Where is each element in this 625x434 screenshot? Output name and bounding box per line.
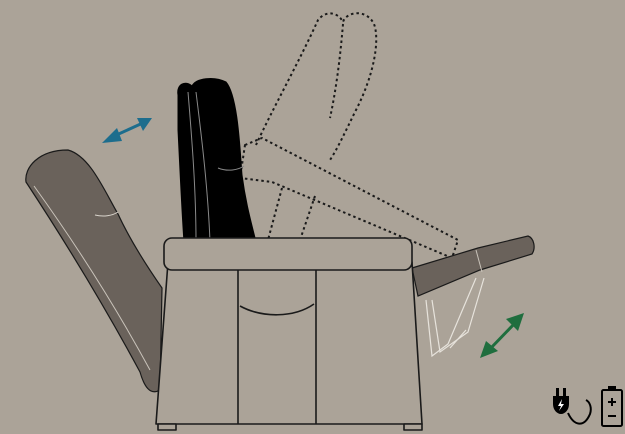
foot-right bbox=[404, 424, 422, 430]
chair-base bbox=[156, 262, 422, 424]
upright-backrest-shape bbox=[178, 79, 256, 242]
foot-left bbox=[158, 424, 176, 430]
lift-backrest-outline bbox=[256, 13, 376, 160]
backrest-motion-arrow-icon bbox=[102, 118, 152, 143]
reclined-backrest bbox=[26, 150, 162, 392]
battery-icon bbox=[602, 386, 622, 426]
armrest bbox=[164, 238, 412, 270]
footrest-motion-arrow-icon bbox=[480, 313, 524, 358]
lift-position-outline bbox=[240, 13, 458, 258]
chair-body bbox=[156, 238, 422, 430]
lift-backrest-inner-line bbox=[330, 24, 343, 118]
power-plug-icon bbox=[553, 388, 591, 424]
upright-backrest bbox=[178, 79, 256, 242]
footrest-mechanism bbox=[426, 278, 484, 356]
footrest bbox=[412, 236, 534, 296]
lift-support-outline bbox=[268, 188, 315, 240]
